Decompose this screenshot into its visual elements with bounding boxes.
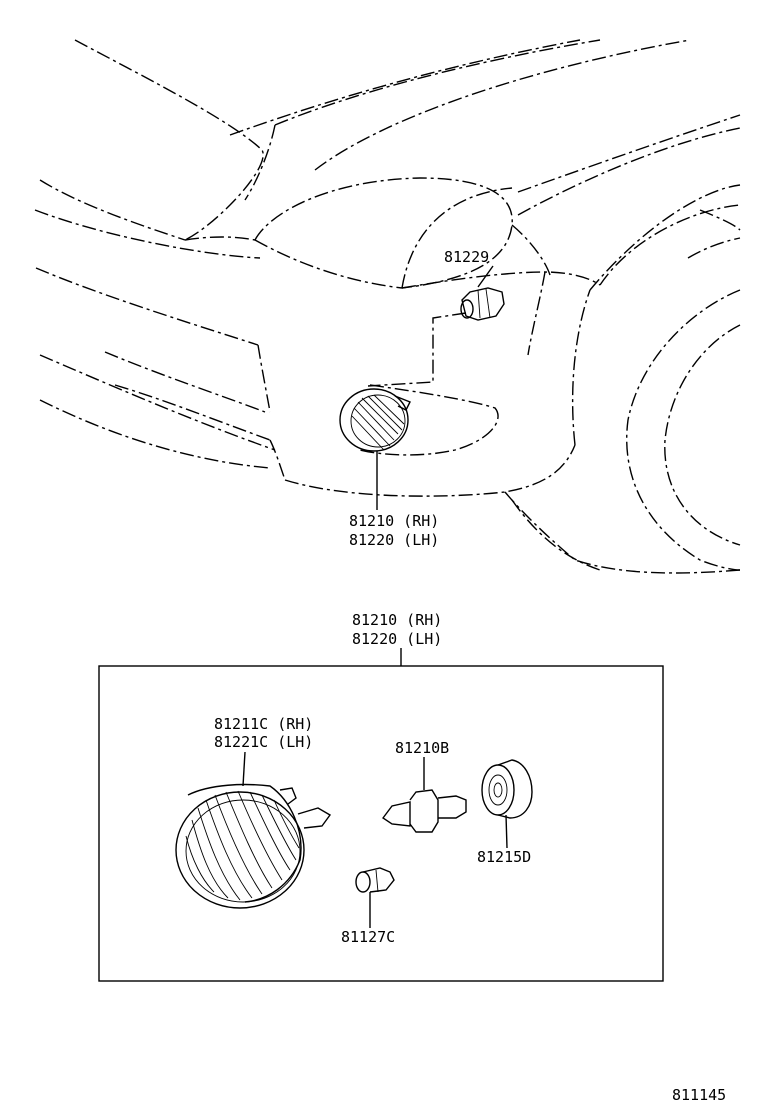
exploded-view-box: [98, 665, 664, 982]
screw: [355, 867, 395, 928]
label-fog-lamp-lh: 81220 (LH): [349, 531, 439, 549]
socket-to-lamp-leader: [367, 312, 467, 387]
lens-pattern-small: [351, 394, 405, 451]
fog-lamp-lens: [175, 751, 332, 909]
fog-lamp-installed: [339, 388, 411, 452]
label-socket: 81215D: [477, 848, 531, 866]
socket: [481, 759, 533, 849]
label-assembly-rh: 81210 (RH): [352, 611, 442, 629]
bulb-socket-installed: [460, 265, 505, 321]
label-81229: 81229: [444, 248, 489, 266]
label-lens-rh: 81211C (RH): [214, 715, 313, 733]
label-bulb: 81210B: [395, 739, 449, 757]
label-screw: 81127C: [341, 928, 395, 946]
figure-number: 811145: [672, 1086, 726, 1104]
lens-pattern: [185, 790, 300, 901]
label-lens-lh: 81221C (LH): [214, 733, 313, 751]
car-body-outline: [34, 39, 741, 574]
label-assembly-lh: 81220 (LH): [352, 630, 442, 648]
bulb: [381, 757, 467, 833]
label-fog-lamp-rh: 81210 (RH): [349, 512, 439, 530]
